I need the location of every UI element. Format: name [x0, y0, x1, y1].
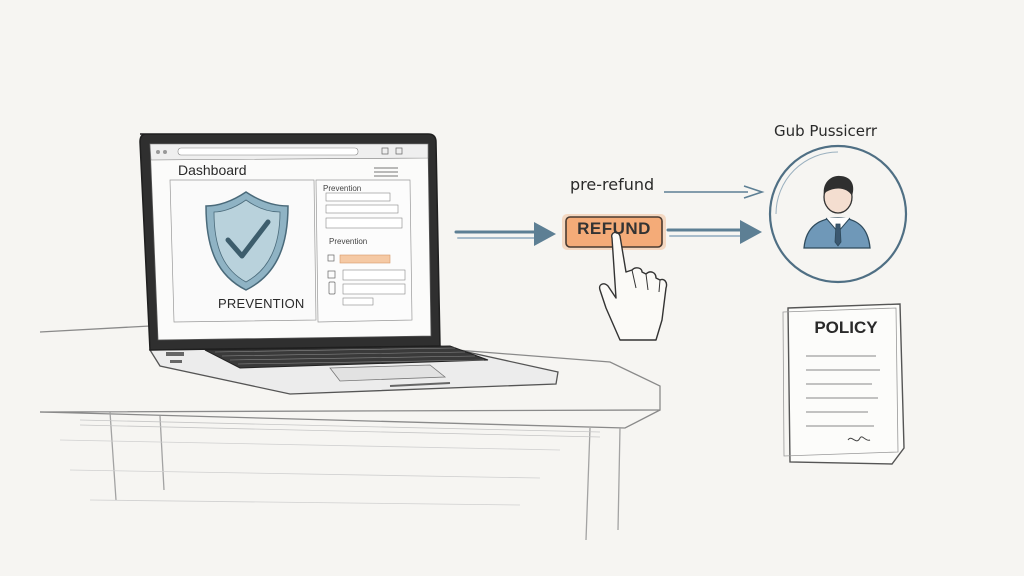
refund-button[interactable]: REFUND	[577, 219, 651, 238]
dashboard-title: Dashboard	[178, 162, 247, 178]
hamburger-menu-icon	[374, 167, 398, 177]
arrow-right-icon	[454, 185, 765, 246]
customer-title: Gub Pussicerr	[774, 122, 878, 140]
policy-title: POLICY	[814, 318, 878, 337]
phone-icon	[328, 281, 336, 295]
laptop-base	[148, 345, 559, 395]
shield-caption: PREVENTION	[218, 296, 305, 311]
pre-refund-label: pre-refund	[570, 175, 655, 194]
shield-check-icon	[205, 191, 289, 291]
policy-document	[782, 303, 905, 465]
panel-section-2-title: Prevention	[329, 237, 368, 246]
pointing-hand-icon	[598, 231, 668, 341]
user-avatar-icon	[768, 144, 908, 284]
laptop-screen	[139, 133, 441, 363]
desk	[39, 325, 661, 541]
checkbox-icon	[327, 270, 336, 279]
panel-section-1-title: Prevention	[323, 184, 362, 193]
